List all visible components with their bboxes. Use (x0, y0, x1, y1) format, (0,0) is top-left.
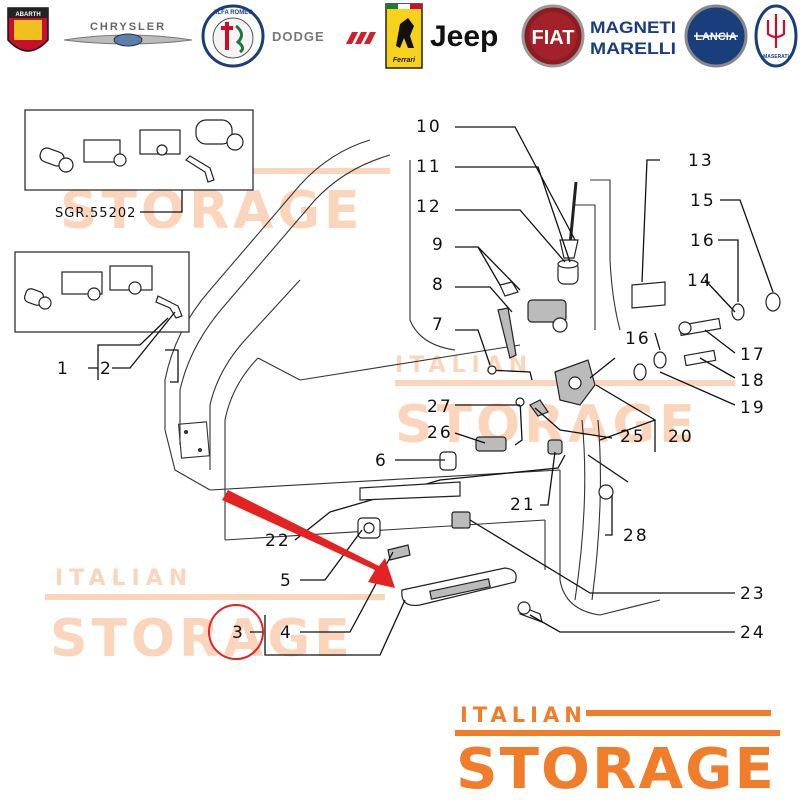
svg-text:STORAGE: STORAGE (60, 181, 364, 241)
callout-1: 1 (57, 359, 70, 379)
highlight-arrow (222, 490, 395, 588)
part-latch-mechanism (554, 359, 596, 406)
callout-16-a: 16 (690, 231, 716, 251)
leader-lines (88, 126, 774, 656)
magneti-marelli-wordmark-icon: MAGNETI MARELLI (590, 18, 676, 58)
dodge-stripes-icon: DODGE (272, 29, 376, 44)
callout-26: 26 (427, 423, 453, 443)
svg-text:MASERATI: MASERATI (763, 54, 789, 60)
brand-logo-bar: ABARTH CHRYSLER ALFA ROMEO DODGE (7, 3, 798, 69)
callout-28: 28 (623, 526, 649, 546)
callout-13: 13 (688, 151, 714, 171)
lock-set-inset-box-small (14, 251, 190, 333)
watermark-bottom: ITALIAN STORAGE (45, 566, 385, 669)
abarth-scorpion-icon: ABARTH (7, 7, 49, 52)
inset-code-label: SGR.55202 (55, 206, 136, 221)
svg-text:LANCIA: LANCIA (695, 31, 737, 43)
part-screw (517, 601, 543, 623)
callout-21: 21 (510, 495, 536, 515)
callout-9: 9 (432, 235, 445, 255)
door-lock-cylinder-icon (83, 119, 244, 167)
callout-19: 19 (740, 398, 766, 418)
callout-24: 24 (740, 623, 766, 643)
italian-storage-logo: ITALIAN STORAGE (455, 703, 780, 800)
callout-6: 6 (375, 451, 388, 471)
callout-16-b: 16 (625, 329, 651, 349)
callout-14: 14 (687, 271, 713, 291)
part-spring (529, 399, 549, 417)
part-button-striker (598, 484, 614, 500)
part-clip (547, 439, 563, 455)
callout-11: 11 (416, 157, 442, 177)
lock-set-inset-box: SGR.55202 (24, 109, 254, 221)
vehicle-body-outline (164, 139, 661, 616)
callout-3: 3 (232, 623, 245, 643)
svg-text:ITALIAN: ITALIAN (395, 353, 533, 378)
svg-text:ITALIAN: ITALIAN (460, 703, 587, 727)
callout-23: 23 (740, 584, 766, 604)
callout-20: 20 (668, 427, 694, 447)
key-icon (185, 155, 215, 183)
callout-25: 25 (620, 427, 646, 447)
part-antenna-rod (559, 181, 579, 259)
part-bushing (439, 451, 457, 471)
svg-text:FIAT: FIAT (532, 27, 575, 49)
part-lever-rod (514, 397, 525, 446)
watermark-middle: ITALIAN STORAGE (395, 353, 735, 455)
callout-4: 4 (280, 623, 293, 643)
callout-18: 18 (740, 371, 766, 391)
part-knob (557, 259, 579, 285)
maserati-trident-icon: MASERATI (754, 4, 798, 68)
part-bracket-small (357, 517, 381, 539)
part-rod-link (487, 365, 533, 381)
svg-text:STORAGE: STORAGE (456, 737, 776, 800)
ignition-cylinder-icon (39, 147, 74, 173)
callout-22: 22 (265, 531, 291, 551)
svg-text:ABARTH: ABARTH (15, 12, 40, 18)
part-sensor (451, 511, 471, 529)
part-door-handle (401, 567, 517, 607)
chrysler-wings-icon: CHRYSLER (63, 21, 193, 47)
svg-text:STORAGE: STORAGE (395, 395, 699, 455)
svg-text:STORAGE: STORAGE (50, 609, 354, 669)
callout-10: 10 (416, 117, 442, 137)
callout-27: 27 (427, 397, 453, 417)
part-spring-coil (387, 544, 411, 561)
svg-text:MARELLI: MARELLI (590, 39, 676, 58)
alfa-romeo-badge-icon: ALFA ROMEO (201, 4, 265, 68)
callout-15: 15 (690, 191, 716, 211)
part-release-rod (329, 454, 566, 513)
svg-text:Ferrari: Ferrari (393, 57, 416, 64)
callout-7: 7 (432, 315, 445, 335)
svg-text:ITALIAN: ITALIAN (55, 566, 193, 591)
part-lock-cylinder (499, 281, 568, 333)
jeep-wordmark-icon: Jeep (430, 20, 498, 53)
svg-text:Jeep: Jeep (430, 20, 498, 53)
callout-17: 17 (740, 345, 766, 365)
callout-12: 12 (416, 197, 442, 217)
part-cover (631, 281, 666, 309)
ferrari-prancing-horse-icon: Ferrari (385, 3, 423, 69)
svg-text:MAGNETI: MAGNETI (590, 18, 676, 37)
svg-text:CHRYSLER: CHRYSLER (90, 21, 166, 33)
part-mounting-plate (475, 436, 507, 452)
part-washers (633, 292, 781, 381)
callout-8: 8 (432, 275, 445, 295)
svg-text:DODGE: DODGE (272, 29, 325, 44)
callout-2: 2 (100, 359, 113, 379)
lancia-shield-icon: LANCIA (684, 4, 748, 68)
highlight-circle (208, 604, 264, 660)
part-rod-bracket (497, 307, 517, 359)
svg-text:ALFA ROMEO: ALFA ROMEO (213, 10, 253, 16)
callout-labels: 1 2 3 4 5 6 7 8 9 10 11 12 13 14 15 16 1… (57, 117, 766, 643)
callout-5: 5 (280, 571, 293, 591)
fiat-badge-icon: FIAT (521, 4, 585, 68)
